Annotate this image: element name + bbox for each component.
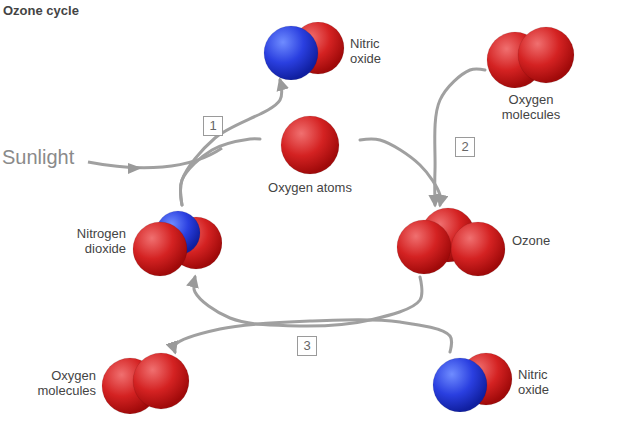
sunlight-label: Sunlight bbox=[2, 146, 74, 169]
molecule-picture bbox=[130, 205, 222, 277]
molecule-picture bbox=[262, 22, 346, 80]
molecule-node: Nitric oxide bbox=[262, 22, 412, 80]
atom-sphere bbox=[433, 358, 487, 412]
atom-sphere bbox=[397, 220, 451, 274]
molecule-label: Ozone bbox=[512, 233, 562, 248]
atom-sphere bbox=[133, 222, 187, 276]
molecule-node: Ozone bbox=[396, 205, 562, 277]
molecule-picture bbox=[100, 352, 192, 414]
molecule-picture bbox=[485, 26, 577, 88]
diagram-title: Ozone cycle bbox=[3, 3, 79, 18]
molecule-picture bbox=[396, 205, 508, 277]
molecule-node: Oxygen molecules bbox=[30, 352, 192, 414]
molecule-label: Nitric oxide bbox=[518, 367, 580, 398]
molecule-node: Oxygen molecules bbox=[485, 26, 577, 123]
sunlight-arrowhead bbox=[128, 163, 142, 174]
atom-sphere bbox=[451, 222, 505, 276]
reaction-arrow bbox=[360, 139, 441, 205]
callout-number: 1 bbox=[203, 116, 223, 136]
molecule-label: Nitrogen dioxide bbox=[60, 226, 126, 257]
atom-sphere bbox=[264, 26, 318, 80]
molecule-node: Nitric oxide bbox=[430, 352, 580, 412]
molecule-label: Oxygen atoms bbox=[260, 180, 360, 195]
callout-number: 3 bbox=[297, 336, 317, 356]
molecule-label: Oxygen molecules bbox=[30, 368, 96, 399]
reaction-arrow bbox=[194, 277, 422, 326]
callout-number: 2 bbox=[455, 137, 475, 157]
molecule-node: Nitrogen dioxide bbox=[60, 205, 222, 277]
molecule-label: Nitric oxide bbox=[350, 36, 412, 67]
reaction-arrow bbox=[435, 69, 485, 205]
atom-sphere bbox=[281, 116, 339, 174]
atom-sphere bbox=[133, 353, 189, 409]
molecule-picture bbox=[278, 114, 342, 176]
reaction-arrow bbox=[181, 80, 282, 205]
molecule-node: Oxygen atoms bbox=[260, 114, 360, 195]
reaction-arrow bbox=[181, 139, 260, 205]
atom-sphere bbox=[518, 27, 574, 83]
molecule-label: Oxygen molecules bbox=[495, 92, 567, 123]
molecule-picture bbox=[430, 352, 514, 412]
